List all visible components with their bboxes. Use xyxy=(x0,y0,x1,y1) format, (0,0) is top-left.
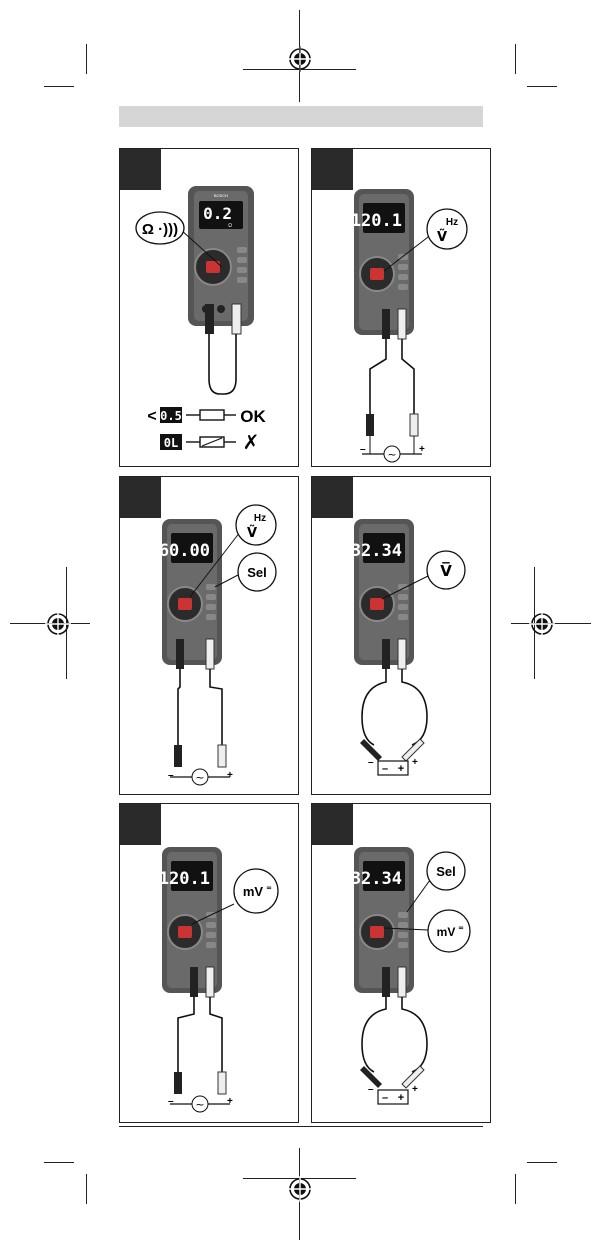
dc-millivolt-illustration: 32.34 – + – + Sel mV ≂ xyxy=(312,804,491,1123)
ac-dc-symbol: ≂ xyxy=(458,924,464,932)
svg-text:~: ~ xyxy=(387,448,396,461)
svg-text:–: – xyxy=(368,1084,374,1095)
dc-voltage-illustration: 32.34 – + – + V̅ xyxy=(312,477,491,795)
continuity-illustration: BOSCH 0.2 Ω Ω ·))) < 0.5 OK 0L xyxy=(120,149,299,467)
legend-reading-ol: 0L xyxy=(164,436,178,450)
svg-text:–: – xyxy=(382,1092,388,1104)
svg-text:+: + xyxy=(412,1084,418,1095)
legend-result-fail: ✗ xyxy=(243,430,260,454)
header-bar xyxy=(119,106,483,127)
svg-text:–: – xyxy=(360,444,366,455)
callout-mv: mV xyxy=(437,925,456,939)
brand-label: BOSCH xyxy=(214,193,228,198)
callout-mv: mV xyxy=(243,884,264,899)
svg-text:–: – xyxy=(168,770,174,781)
svg-text:–: – xyxy=(168,1096,174,1107)
panel-ac-millivolt: 120.1 ~ – + mV ≂ xyxy=(119,803,299,1123)
svg-text:+: + xyxy=(398,763,404,775)
meter-display: 60.00 xyxy=(159,541,210,561)
callout-hz: Hz xyxy=(446,217,458,228)
panel-frequency: 60.00 ~ – + Hz Ṽ Sel xyxy=(119,476,299,795)
svg-text:–: – xyxy=(368,757,374,768)
panel-dc-millivolt: 32.34 – + – + Sel mV ≂ xyxy=(311,803,491,1123)
callout-v-ac: Ṽ xyxy=(437,229,447,245)
meter-display: 32.34 xyxy=(351,869,402,889)
meter-display: 120.1 xyxy=(159,869,210,889)
panel-continuity: BOSCH 0.2 Ω Ω ·))) < 0.5 OK 0L xyxy=(119,148,299,467)
svg-text:+: + xyxy=(398,1092,404,1104)
callout-sel: Sel xyxy=(247,565,267,580)
legend-result-ok: OK xyxy=(240,407,266,426)
meter-display: 0.2 xyxy=(203,204,232,223)
svg-text:+: + xyxy=(419,444,425,455)
svg-text:~: ~ xyxy=(195,771,204,784)
registration-target-right xyxy=(529,611,555,637)
svg-text:+: + xyxy=(412,757,418,768)
meter-display: 120.1 xyxy=(351,211,402,231)
callout-v-dc: V̅ xyxy=(440,560,452,580)
callout-hz: Hz xyxy=(254,513,266,524)
registration-target-bottom xyxy=(287,1176,313,1202)
svg-text:–: – xyxy=(382,763,388,775)
ac-voltage-illustration: 120.1 ~ – + Hz Ṽ xyxy=(312,149,491,467)
footer-rule xyxy=(119,1126,483,1127)
ac-dc-symbol: ≂ xyxy=(266,884,272,892)
panel-dc-voltage: 32.34 – + – + V̅ xyxy=(311,476,491,795)
svg-text:+: + xyxy=(227,1096,233,1107)
callout-sel: Sel xyxy=(436,864,456,879)
callout-v-ac: Ṽ xyxy=(247,525,257,541)
frequency-illustration: 60.00 ~ – + Hz Ṽ Sel xyxy=(120,477,299,795)
meter-display: 32.34 xyxy=(351,541,402,561)
registration-target-top xyxy=(287,46,313,72)
legend-reading-ok: 0.5 xyxy=(160,409,182,423)
svg-text:~: ~ xyxy=(195,1098,204,1111)
svg-text:<: < xyxy=(147,408,156,425)
callout-continuity: Ω ·))) xyxy=(142,221,178,238)
registration-target-left xyxy=(45,611,71,637)
svg-text:+: + xyxy=(227,770,233,781)
panel-ac-voltage: 120.1 ~ – + Hz Ṽ xyxy=(311,148,491,467)
ac-millivolt-illustration: 120.1 ~ – + mV ≂ xyxy=(120,804,299,1123)
svg-text:Ω: Ω xyxy=(228,223,232,229)
